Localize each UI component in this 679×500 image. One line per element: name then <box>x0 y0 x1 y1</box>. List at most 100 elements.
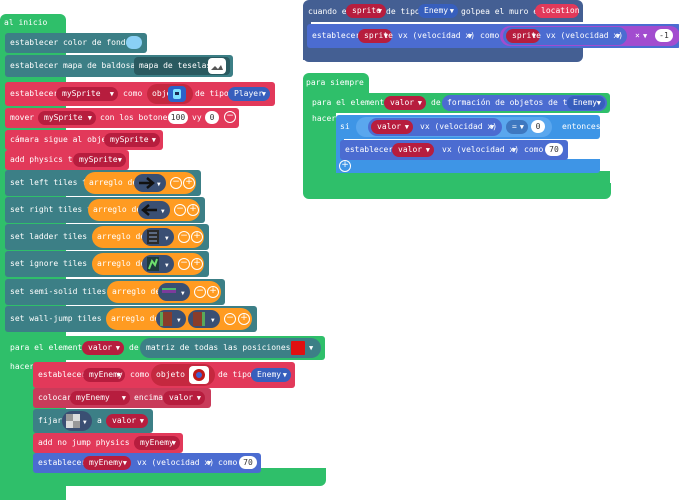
fix-value-dropdown[interactable]: valor▼ <box>106 414 148 428</box>
vx-prop-label: vx (velocidad x) <box>137 458 215 467</box>
enemy-var-dropdown[interactable]: myEnemy▼ <box>83 368 125 382</box>
move-var-dropdown[interactable]: mySprite▼ <box>38 111 96 125</box>
add-circle-icon[interactable]: + <box>238 313 250 325</box>
chevron-down-icon: ▼ <box>519 123 524 131</box>
forever-for-var-dropdown[interactable]: valor▼ <box>384 96 426 110</box>
place-label: colocar <box>38 393 72 402</box>
physics-label: add physics to <box>10 155 78 164</box>
arrow-left-tile-icon: ▼ <box>141 204 165 216</box>
chevron-down-icon: ▼ <box>616 32 621 40</box>
forever-set-var-dropdown[interactable]: valor▼ <box>392 143 434 157</box>
remove-circle-icon[interactable]: − <box>170 177 182 189</box>
remove-circle-icon[interactable]: − <box>174 204 186 216</box>
times-operator[interactable]: × <box>635 31 640 40</box>
cmp-prop-label: vx (velocidad x) <box>420 122 498 131</box>
chevron-down-icon: ▼ <box>122 459 127 467</box>
red-tile-icon[interactable] <box>291 341 305 355</box>
chevron-down-icon: ▼ <box>490 123 495 131</box>
vx-input[interactable]: 100 <box>168 111 188 124</box>
tilemap-preview-icon <box>211 65 223 70</box>
sprite-var-dropdown[interactable]: mySprite▼ <box>56 87 118 101</box>
left-tile-slot[interactable]: ▼ <box>134 174 166 192</box>
cmp-op-dropdown[interactable]: =▼ <box>506 120 528 134</box>
set-vx-value-input[interactable]: 70 <box>239 456 257 469</box>
wall-hat-sprite-dropdown[interactable]: sprite▼ <box>346 4 386 18</box>
cmp-var-dropdown[interactable]: valor▼ <box>371 120 413 134</box>
kind-player-dropdown[interactable]: Player▼ <box>228 87 270 101</box>
wall-hat-location-dropdown[interactable]: location <box>535 4 580 18</box>
remove-circle-icon[interactable]: − <box>178 258 190 270</box>
forever-set-value-input[interactable]: 70 <box>545 143 563 156</box>
for-var-dropdown[interactable]: valor▼ <box>82 341 124 355</box>
player-sprite-icon[interactable] <box>168 86 186 102</box>
right-tile-slot[interactable]: ▼ <box>138 201 170 219</box>
chevron-down-icon: ▼ <box>643 32 648 40</box>
svg-text:▼: ▼ <box>161 208 165 215</box>
place-var-dropdown[interactable]: myEnemy▼ <box>70 391 130 405</box>
ignore-tile-slot[interactable]: ▼ <box>142 255 174 273</box>
remove-circle-icon[interactable]: − <box>224 313 236 325</box>
on-start-hat[interactable] <box>0 14 66 32</box>
chevron-down-icon: ▼ <box>309 344 314 352</box>
color-swatch[interactable] <box>126 36 142 49</box>
if-footer <box>336 159 600 173</box>
add-circle-icon[interactable]: + <box>207 286 219 298</box>
semi-tiles-label: set semi-solid tiles to <box>10 287 121 296</box>
semi-tile-slot[interactable]: ▼ <box>158 283 190 301</box>
vy-text: vy <box>192 113 202 122</box>
ladder-tile-slot[interactable]: ▼ <box>142 228 174 246</box>
wall-hat-enemy-dropdown[interactable]: Enemy▼ <box>418 4 458 18</box>
nojump-var-dropdown[interactable]: myEnemy▼ <box>134 436 180 450</box>
vy-input[interactable]: 0 <box>205 111 219 124</box>
wall-get-sprite-dropdown[interactable]: sprite▼ <box>506 29 541 43</box>
wall-tile-right-icon: ▼ <box>193 312 215 326</box>
remove-circle-icon[interactable]: − <box>194 286 206 298</box>
wall-tile-slot-2[interactable]: ▼ <box>188 310 220 328</box>
set-bg-color-block[interactable] <box>5 33 147 53</box>
physics-var-dropdown[interactable]: mySprite▼ <box>73 153 126 167</box>
chevron-down-icon: ▼ <box>261 90 266 98</box>
forever-set-label: establecer <box>345 145 394 154</box>
ladder-array-label: arreglo de <box>97 232 146 241</box>
remove-circle-icon[interactable]: − <box>224 111 236 123</box>
add-circle-icon[interactable]: + <box>187 204 199 216</box>
transparent-tile-icon: ▼ <box>66 414 87 428</box>
transparent-tile-slot[interactable]: ▼ <box>62 411 92 431</box>
cmp-value-input[interactable]: 0 <box>531 120 545 133</box>
add-circle-icon[interactable]: + <box>191 231 203 243</box>
for-element-label: para el elemento <box>10 343 88 352</box>
array-of-kind-reporter[interactable] <box>442 95 607 111</box>
tilemap-thumbnail-icon[interactable] <box>208 58 226 74</box>
enemy-sprite-icon[interactable] <box>189 366 209 384</box>
place-value-dropdown[interactable]: valor▼ <box>163 391 205 405</box>
wall-hat-hits: golpea el muro en <box>461 7 543 16</box>
then-label: entonces <box>562 122 601 131</box>
factor-input[interactable]: -1 <box>655 29 673 42</box>
forever-hat[interactable] <box>303 73 369 93</box>
camera-var-dropdown[interactable]: mySprite▼ <box>104 133 160 147</box>
enemy-object-label: objeto <box>156 370 185 379</box>
add-circle-icon[interactable]: + <box>183 177 195 189</box>
chevron-down-icon: ▼ <box>115 344 120 352</box>
chevron-down-icon: ▼ <box>383 32 388 40</box>
de-tipo-label: de tipo <box>195 89 229 98</box>
left-tiles-label: set left tiles to <box>10 178 92 187</box>
forever-set-as: como <box>524 145 544 154</box>
for-de-label: de <box>129 343 139 352</box>
ladder-tiles-label: set ladder tiles to <box>10 232 102 241</box>
on-start-label: al inicio <box>4 18 48 27</box>
remove-circle-icon[interactable]: − <box>178 231 190 243</box>
add-circle-icon[interactable]: + <box>191 258 203 270</box>
tilemap-reporter[interactable] <box>134 57 230 75</box>
all-positions-reporter[interactable] <box>140 338 321 358</box>
wall-tile-slot-1[interactable]: ▼ <box>156 310 186 328</box>
left-array-label: arreglo de <box>89 178 138 187</box>
kind-enemy-dropdown[interactable]: Enemy▼ <box>251 368 291 382</box>
enemy-de-tipo-label: de tipo <box>218 370 252 379</box>
wall-set-prop: vx (velocidad x) <box>398 31 476 40</box>
wall-set-sprite-dropdown[interactable]: sprite▼ <box>358 29 393 43</box>
forever-kind-dropdown[interactable]: Enemy▼ <box>567 96 605 110</box>
add-else-circle-icon[interactable]: + <box>339 160 351 172</box>
set-vx-var-dropdown[interactable]: myEnemy▼ <box>83 456 131 470</box>
forever-for-label: para el elemento <box>312 98 390 107</box>
